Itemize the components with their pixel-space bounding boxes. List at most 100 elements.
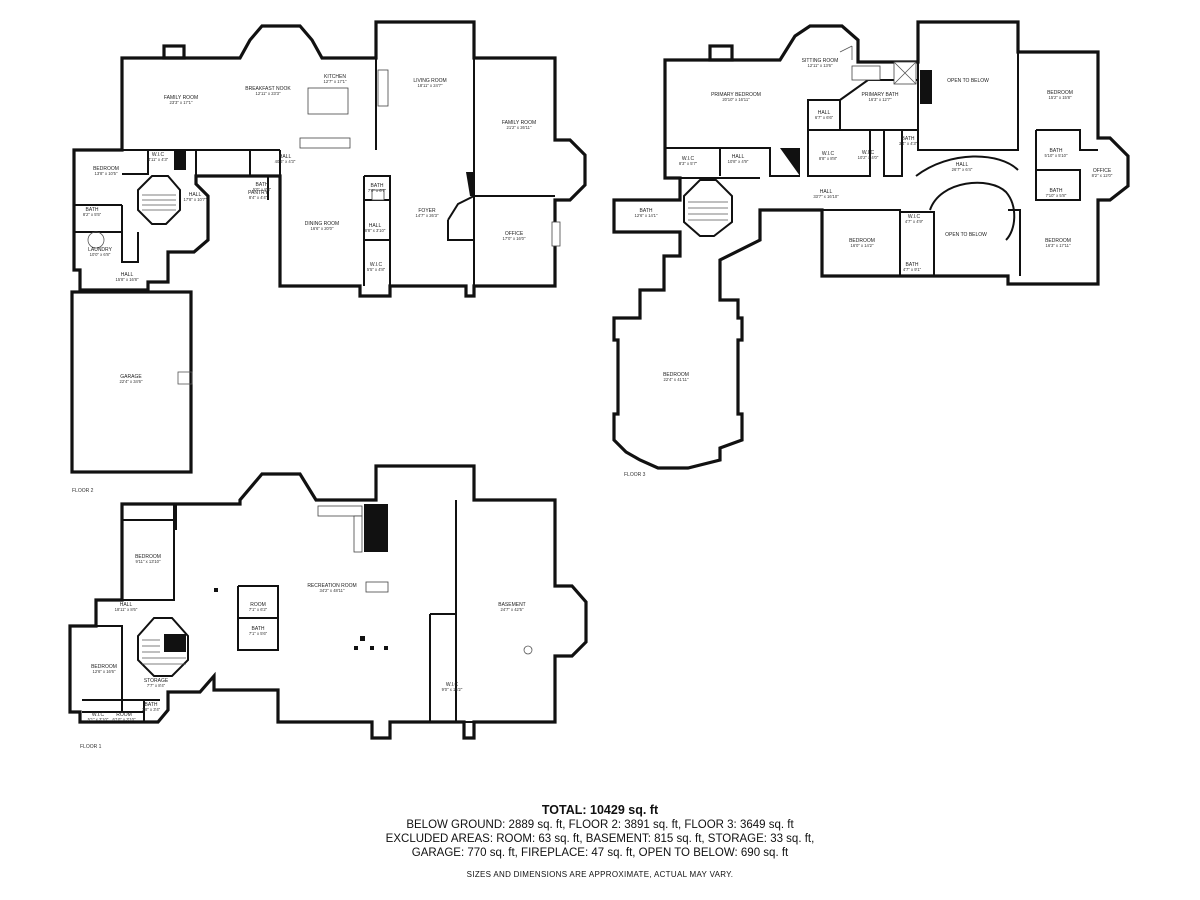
- room-dimensions-f2-kitchen: 12'7" x 17'1": [324, 79, 347, 84]
- area-breakdown-line-2: EXCLUDED AREAS: ROOM: 63 sq. ft, BASEMEN…: [385, 833, 815, 845]
- room-name-f1-bedroom-1: BEDROOM: [135, 554, 161, 560]
- floor2-label: FLOOR 2: [72, 488, 94, 494]
- room-dimensions-f2-dining-room: 16'6" x 20'0": [311, 226, 334, 231]
- room-dimensions-f2-hall-1: 40'6" x 4'3": [275, 159, 296, 164]
- room-dimensions-f3-bedroom-2: 16'0" x 14'2": [851, 243, 874, 248]
- room-name-f3-bath-2: BATH: [1050, 148, 1063, 154]
- room-name-f3-wic-3: W.I.C: [682, 156, 695, 162]
- room-dimensions-f1-bedroom-1: 9'11" x 13'10": [136, 559, 161, 564]
- room-name-f3-bedroom-2: BEDROOM: [849, 238, 875, 244]
- room-dimensions-f2-bath-3: 7'0" x 6'7": [368, 188, 387, 193]
- room-name-f3-bedroom-1: BEDROOM: [1047, 90, 1073, 96]
- room-dimensions-f1-wic-1: 9'0" x 16'2": [442, 687, 463, 692]
- room-name-f2-hall-3: HALL: [121, 272, 134, 278]
- room-dimensions-f1-room-1: 7'1" x 6'2": [249, 607, 268, 612]
- room-name-f1-hall: HALL: [120, 602, 133, 608]
- room-dimensions-f2-family-room-2: 21'2" x 26'11": [507, 125, 532, 130]
- room-dimensions-f3-primary-bedroom: 20'10" x 16'11": [722, 97, 750, 102]
- room-name-f3-bath-3: BATH: [1050, 188, 1063, 194]
- room-name-f2-hall-1: HALL: [279, 154, 292, 160]
- room-name-f2-garage: GARAGE: [120, 374, 142, 380]
- room-dimensions-f1-wic-2: 5'1" x 3'10": [88, 717, 109, 722]
- room-name-f2-family-room-1: FAMILY ROOM: [164, 95, 198, 101]
- room-dimensions-f1-hall: 18'11" x 8'6": [115, 607, 138, 612]
- room-dimensions-f1-room-2: 6'10" x 3'10": [113, 717, 136, 722]
- room-dimensions-f3-bedroom-4: 22'4" x 41'11": [664, 377, 689, 382]
- room-dimensions-f2-office: 17'0" x 16'0": [503, 236, 526, 241]
- room-name-f3-hall-4: HALL: [820, 189, 833, 195]
- room-dimensions-f3-bath-4: 12'6" x 14'1": [635, 213, 658, 218]
- room-name-f3-hall-1: HALL: [818, 110, 831, 116]
- room-name-f2-bath-1: BATH: [86, 207, 99, 213]
- room-name-f2-dining-room: DINING ROOM: [305, 221, 339, 227]
- room-name-f2-wic-1: W.I.C: [152, 152, 165, 158]
- room-dimensions-f3-bedroom-3: 16'3" x 17'11": [1046, 243, 1071, 248]
- room-name-f1-storage: STORAGE: [144, 678, 169, 684]
- room-dimensions-f3-hall-1: 6'7" x 6'6": [815, 115, 834, 120]
- room-name-f2-bedroom: BEDROOM: [93, 166, 119, 172]
- floor1-plan: FLOOR 1: [68, 464, 588, 750]
- room-name-f2-bath-3: BATH: [371, 183, 384, 189]
- room-name-f1-bath: BATH: [252, 626, 265, 632]
- room-dimensions-f1-basement: 24'7" x 42'5": [501, 607, 524, 612]
- room-dimensions-f1-recreation-room: 34'2" x 48'11": [320, 588, 345, 593]
- room-name-f1-wic-1: W.I.C: [446, 682, 459, 688]
- floor1-label: FLOOR 1: [80, 744, 102, 750]
- room-name-f3-bedroom-3: BEDROOM: [1045, 238, 1071, 244]
- room-name-f2-pantry: PANTRY: [248, 190, 268, 196]
- room-dimensions-f1-bath-2: 3'8" x 3'4": [142, 707, 161, 712]
- room-dimensions-f2-breakfast-nook: 12'11" x 23'3": [256, 91, 281, 96]
- floor2-plan: FLOOR 2: [70, 20, 587, 494]
- room-name-f1-room-1: ROOM: [250, 602, 266, 608]
- room-dimensions-f3-hall-4: 33'7" x 16'10": [813, 194, 839, 199]
- room-dimensions-f3-hall-2: 10'8" x 4'9": [728, 159, 749, 164]
- room-name-f3-open-to-below-2: OPEN TO BELOW: [945, 232, 987, 238]
- room-name-f3-hall-3: HALL: [956, 162, 969, 168]
- room-name-f3-wic-2: W.I.C: [862, 150, 875, 156]
- room-dimensions-f3-wic-3: 8'3" x 5'7": [679, 161, 698, 166]
- room-name-f3-open-to-below-1: OPEN TO BELOW: [947, 78, 989, 84]
- room-dimensions-f3-wic-2: 10'2" x 4'0": [858, 155, 879, 160]
- room-dimensions-f3-hall-3: 26'7" x 6'4": [952, 167, 973, 172]
- room-dimensions-f3-office: 8'2" x 12'0": [1092, 173, 1113, 178]
- room-dimensions-f2-bath-2: 5'0" x 8'8": [253, 187, 272, 192]
- room-name-f3-sitting-room: SITTING ROOM: [802, 58, 839, 64]
- room-dimensions-f2-garage: 22'4" x 34'6": [120, 379, 143, 384]
- room-name-f2-wic-2: W.I.C: [370, 262, 383, 268]
- room-name-f2-hall-2: HALL: [189, 192, 202, 198]
- room-dimensions-f2-wic-2: 5'5" x 4'8": [367, 267, 386, 272]
- room-name-f2-office: OFFICE: [505, 231, 524, 237]
- room-name-f2-breakfast-nook: BREAKFAST NOOK: [245, 86, 291, 92]
- room-name-f2-family-room-2: FAMILY ROOM: [502, 120, 536, 126]
- room-name-f2-laundry: LAUNDRY: [88, 247, 112, 253]
- room-dimensions-f3-bedroom-1: 15'2" x 15'8": [1049, 95, 1072, 100]
- room-dimensions-f3-bath-3: 7'10" x 5'8": [1046, 193, 1067, 198]
- disclaimer: SIZES AND DIMENSIONS ARE APPROXIMATE, AC…: [466, 870, 734, 879]
- room-dimensions-f1-bedroom-2: 12'6" x 16'6": [93, 669, 116, 674]
- room-name-f3-primary-bath: PRIMARY BATH: [862, 92, 899, 98]
- room-name-f1-bedroom-2: BEDROOM: [91, 664, 117, 670]
- room-name-f2-living-room: LIVING ROOM: [413, 78, 446, 84]
- room-dimensions-f1-storage: 7'7" x 8'4": [147, 683, 166, 688]
- room-name-f2-foyer: FOYER: [418, 208, 436, 214]
- room-name-f3-wic-4: W.I.C: [908, 214, 921, 220]
- area-breakdown-line-3: GARAGE: 770 sq. ft, FIREPLACE: 47 sq. ft…: [411, 847, 789, 859]
- room-name-f3-office: OFFICE: [1093, 168, 1112, 174]
- room-name-f3-hall-2: HALL: [732, 154, 745, 160]
- room-dimensions-f1-bath: 7'1" x 5'6": [249, 631, 268, 636]
- room-dimensions-f2-foyer: 14'7" x 26'3": [416, 213, 439, 218]
- room-name-f3-bath-1: BATH: [902, 136, 915, 142]
- room-dimensions-f2-pantry: 8'4" x 4'4": [249, 195, 268, 200]
- room-dimensions-f3-bath-1: 3'4" x 4'3": [899, 141, 918, 146]
- room-dimensions-f2-wic-1: 4'11" x 4'3": [148, 157, 169, 162]
- room-name-f2-kitchen: KITCHEN: [324, 74, 346, 80]
- room-dimensions-f3-bath-5: 4'7" x 9'1": [903, 267, 922, 272]
- room-dimensions-f2-bath-1: 8'2" x 5'5": [83, 212, 102, 217]
- room-dimensions-f2-hall-4: 8'8" x 3'10": [365, 228, 386, 233]
- room-name-f3-bath-4: BATH: [640, 208, 653, 214]
- floor3-plan: [612, 20, 1130, 470]
- room-dimensions-f3-wic-4: 4'7" x 4'9": [905, 219, 924, 224]
- room-dimensions-f2-hall-2: 17'8" x 10'7": [184, 197, 207, 202]
